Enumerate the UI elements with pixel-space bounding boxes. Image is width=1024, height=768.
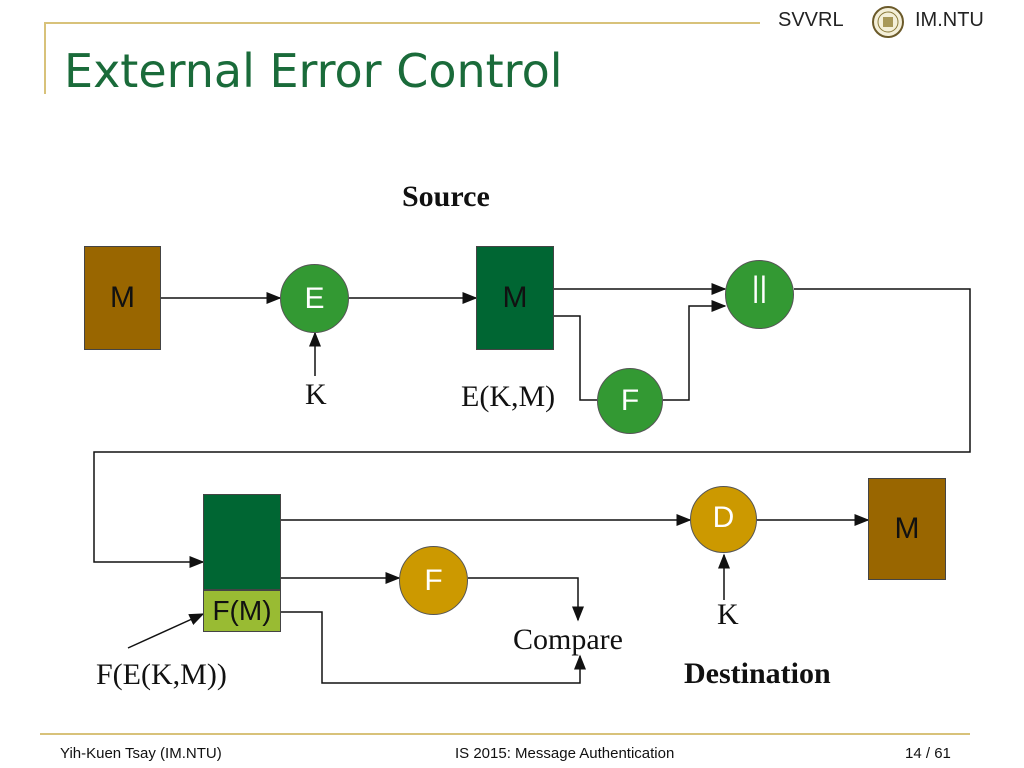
ekm-label: E(K,M) [461,380,556,413]
page-total: / 61 [925,745,951,762]
encrypted-message-box: M [476,246,554,350]
header-rule-top [44,22,760,24]
footer-rule [40,733,970,735]
checksum-node-bottom: F [399,546,468,615]
decrypt-node: D [690,486,757,553]
message-box-right: M [868,478,946,580]
ntu-seal-icon [872,4,904,40]
message-box-left: M [84,246,161,350]
page-title: External Error Control [64,44,563,98]
checksum-node-top: F [597,368,663,434]
footer-page: 14 / 61 [905,745,951,762]
concat-node: || [725,260,794,329]
compare-label: Compare [513,623,623,656]
fekm-label: F(E(K,M)) [96,658,227,691]
received-message-box [203,494,281,590]
key-label-bottom: K [717,598,739,631]
source-label: Source [402,180,490,213]
footer-course: IS 2015: Message Authentication [455,745,675,762]
brand-right: IM.NTU [915,9,984,31]
key-label-top: K [305,378,327,411]
footer-author: Yih-Kuen Tsay (IM.NTU) [60,745,222,762]
brand-left: SVVRL [778,9,844,31]
header-rule-left [44,22,46,94]
encrypt-node: E [280,264,349,333]
destination-label: Destination [684,657,831,690]
fm-box: F(M) [203,590,281,632]
page-number: 14 [905,745,922,762]
